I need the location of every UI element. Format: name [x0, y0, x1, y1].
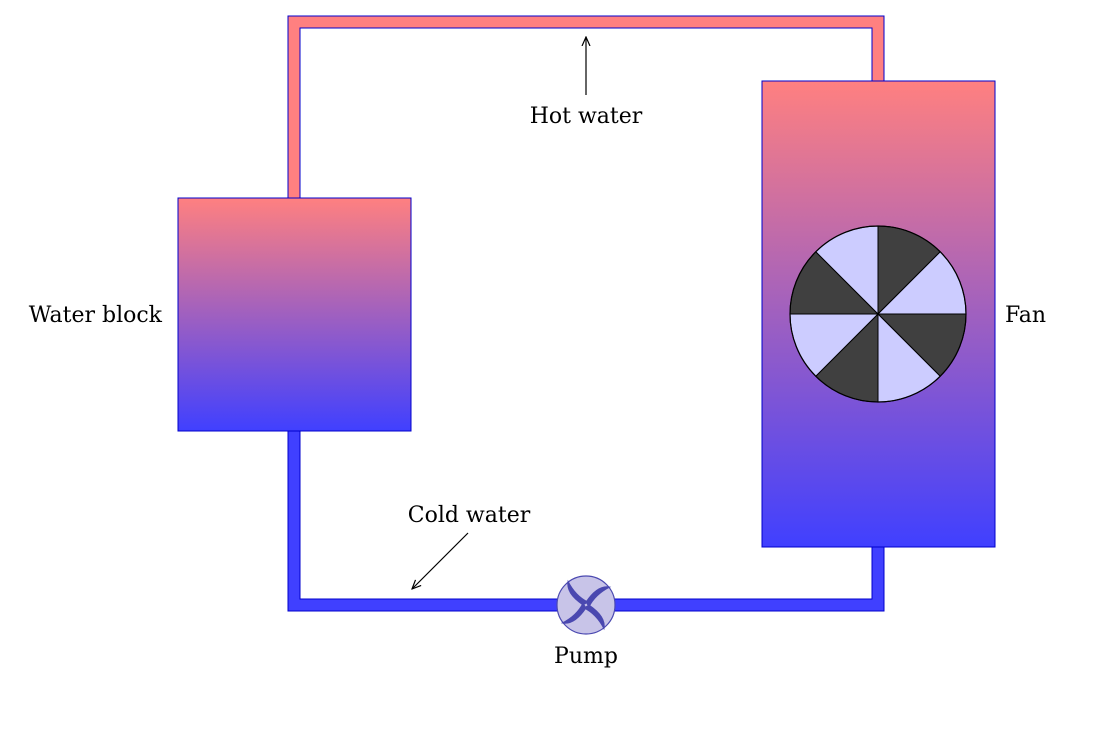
- cold-water-label: Cold water: [408, 503, 531, 528]
- water-block: [177, 197, 412, 432]
- pump-icon: [556, 575, 616, 635]
- pump-blade: [560, 602, 587, 624]
- fan-icon: [789, 225, 967, 403]
- water-block-label: Water block: [29, 303, 163, 328]
- fan-label: Fan: [1005, 303, 1046, 328]
- cold-water-arrow: [412, 532, 469, 589]
- hot-water-label: Hot water: [530, 104, 643, 129]
- pump-blade: [583, 604, 605, 631]
- pump-blade: [585, 586, 612, 608]
- pump-blade: [567, 579, 589, 606]
- pump-label: Pump: [554, 644, 618, 669]
